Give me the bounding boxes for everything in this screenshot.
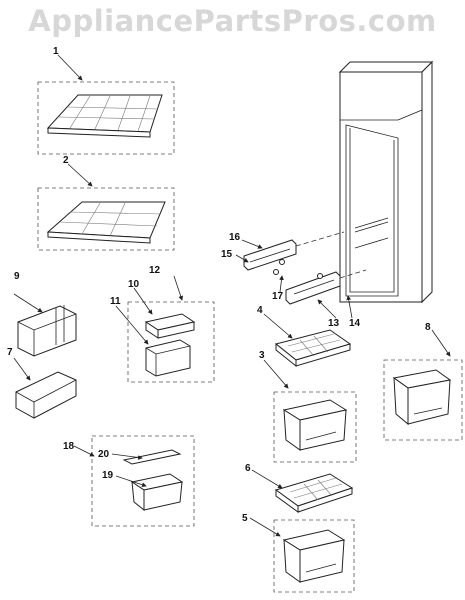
refrigerator-cabinet [338,60,434,304]
callout-3: 3 [259,350,265,361]
crisper-drawer-part-5 [249,517,355,593]
callout-9: 9 [14,271,20,282]
callout-19: 19 [102,470,114,481]
crisper-cover-part-6 [251,469,354,513]
callout-11: 11 [110,296,121,307]
callout-17: 17 [272,291,284,302]
pan-assembly-parts-18-20 [73,435,195,527]
callout-20: 20 [98,449,110,460]
callout-14: 14 [349,318,361,329]
callout-10: 10 [128,279,140,290]
callout-12: 12 [149,265,161,276]
watermark-logo: AppliancePartsPros.com [28,4,437,38]
callout-8: 8 [425,322,431,333]
door-bin-part-9 [13,293,77,357]
callout-5: 5 [242,513,248,524]
callout-4: 4 [257,305,263,316]
shelf-part-1 [37,54,175,155]
callout-2: 2 [63,155,69,166]
rail-parts-13-17 [235,231,367,319]
crisper-drawer-part-3 [263,359,357,463]
pan-part-8 [383,329,463,441]
callout-7: 7 [7,347,13,358]
shelf-part-2 [37,163,175,251]
callout-1: 1 [53,46,59,57]
callout-15: 15 [221,249,233,260]
crisper-cover-part-4 [263,313,352,368]
bin-assembly-parts-10-11-12 [115,275,215,383]
callout-6: 6 [245,463,251,474]
callout-13: 13 [328,318,340,329]
door-bin-part-7 [13,357,77,419]
callout-18: 18 [63,441,75,452]
callout-16: 16 [229,232,241,243]
